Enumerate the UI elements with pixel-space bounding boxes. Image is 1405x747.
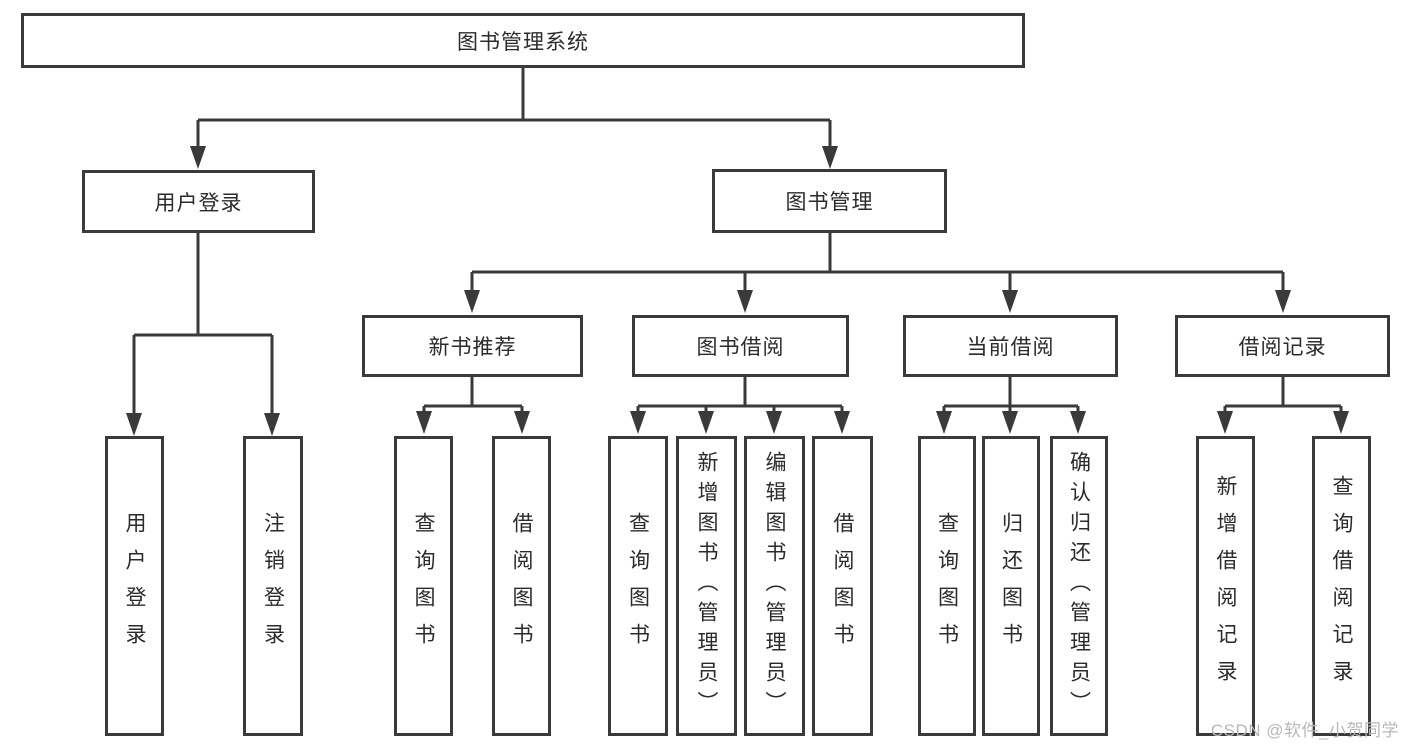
leaf-user-login: 用户登录 xyxy=(105,436,164,736)
leaf-logout: 注销登录 xyxy=(243,436,303,736)
leaf-search-books-borrowing: 查询图书 xyxy=(608,436,668,736)
arrowhead xyxy=(936,411,952,434)
arrowhead xyxy=(1333,411,1349,434)
node-library-management-system: 图书管理系统 xyxy=(21,13,1025,68)
arrowheads xyxy=(126,146,1349,436)
arrowhead xyxy=(698,411,714,434)
arrowhead xyxy=(1070,411,1086,434)
leaf-return-book: 归还图书 xyxy=(982,436,1040,736)
arrowhead xyxy=(630,411,646,434)
leaf-confirm-return-admin: 确认归还（管理员） xyxy=(1050,436,1108,736)
arrowhead xyxy=(737,290,753,313)
leaf-borrow-books-recommend: 借阅图书 xyxy=(492,436,551,736)
arrowhead xyxy=(416,411,432,434)
leaf-search-books-recommend: 查询图书 xyxy=(394,436,453,736)
leaf-add-borrow-record: 新增借阅记录 xyxy=(1196,436,1255,736)
arrowhead xyxy=(834,411,850,434)
arrowhead xyxy=(766,411,782,434)
arrowhead xyxy=(1217,411,1233,434)
arrowhead xyxy=(264,413,280,436)
node-book-management: 图书管理 xyxy=(712,169,947,233)
node-user-login: 用户登录 xyxy=(82,170,315,233)
arrowhead xyxy=(1002,290,1018,313)
leaf-search-borrow-record: 查询借阅记录 xyxy=(1312,436,1371,736)
arrowhead xyxy=(126,413,142,436)
node-borrowing-records: 借阅记录 xyxy=(1175,315,1390,377)
leaf-search-books-current: 查询图书 xyxy=(918,436,976,736)
node-current-borrowing: 当前借阅 xyxy=(903,315,1118,377)
arrowhead xyxy=(514,411,530,434)
leaf-edit-book-admin: 编辑图书（管理员） xyxy=(744,436,805,736)
arrowhead xyxy=(822,146,838,169)
node-book-borrowing: 图书借阅 xyxy=(632,315,849,377)
connector-lines xyxy=(132,68,1343,414)
arrowhead xyxy=(1275,290,1291,313)
leaf-add-book-admin: 新增图书（管理员） xyxy=(676,436,737,736)
leaf-borrow-books: 借阅图书 xyxy=(812,436,873,736)
node-new-book-recommendation: 新书推荐 xyxy=(362,315,583,377)
arrowhead xyxy=(190,146,206,169)
arrowhead xyxy=(464,290,480,313)
csdn-watermark: CSDN @软件_小贺同学 xyxy=(1210,721,1399,740)
arrowhead xyxy=(1002,411,1018,434)
